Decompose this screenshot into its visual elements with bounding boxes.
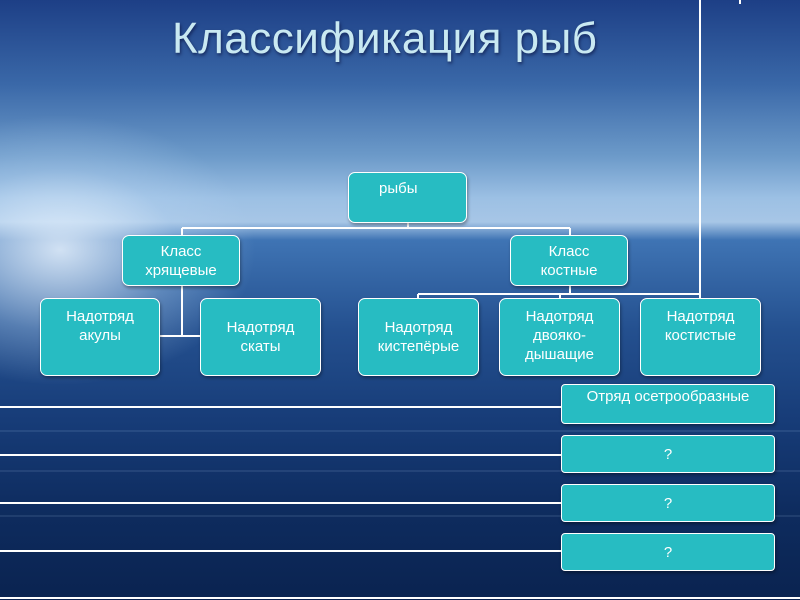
node-label: Класс — [548, 243, 590, 260]
node-label: дышащие — [525, 346, 594, 363]
order-label: ? — [663, 495, 673, 512]
sea-highlight — [0, 470, 800, 472]
node-label: хрящевые — [145, 262, 217, 279]
node-label: костистые — [664, 327, 737, 344]
node-label: рыбы — [379, 180, 418, 197]
order-box-sturgeons: Отряд осетрообразные — [561, 384, 775, 424]
node-label: Класс — [160, 243, 202, 260]
sea-highlight — [0, 430, 800, 432]
order-box-unknown: ? — [561, 533, 775, 571]
node-label: костные — [540, 262, 598, 279]
sea-highlight — [0, 515, 800, 517]
node-label: кистепёрые — [377, 338, 460, 355]
node-superorder-rays: Надотряд скаты — [200, 298, 321, 376]
order-label: ? — [663, 544, 673, 561]
order-label: ? — [663, 446, 673, 463]
node-label: Надотряд — [226, 319, 295, 336]
page-title: Классификация рыб — [172, 14, 598, 63]
node-superorder-sharks: Надотряд акулы — [40, 298, 160, 376]
node-superorder-lobe-finned: Надотряд кистепёрые — [358, 298, 479, 376]
node-label: акулы — [79, 327, 121, 344]
node-fish: рыбы — [348, 172, 467, 223]
order-box-unknown: ? — [561, 435, 775, 473]
node-label: двояко- — [532, 327, 587, 344]
node-label: Надотряд — [66, 308, 134, 325]
node-label: Надотряд — [666, 308, 735, 325]
node-superorder-teleosts: Надотряд костистые — [640, 298, 761, 376]
order-label: Отряд осетрообразные — [586, 388, 750, 405]
node-superorder-lungfish: Надотряд двояко- дышащие — [499, 298, 620, 376]
order-box-unknown: ? — [561, 484, 775, 522]
node-class-bony: Класс костные — [510, 235, 628, 286]
node-label: скаты — [240, 338, 281, 355]
node-class-cartilaginous: Класс хрящевые — [122, 235, 240, 286]
node-label: Надотряд — [525, 308, 594, 325]
node-label: Надотряд — [384, 319, 453, 336]
